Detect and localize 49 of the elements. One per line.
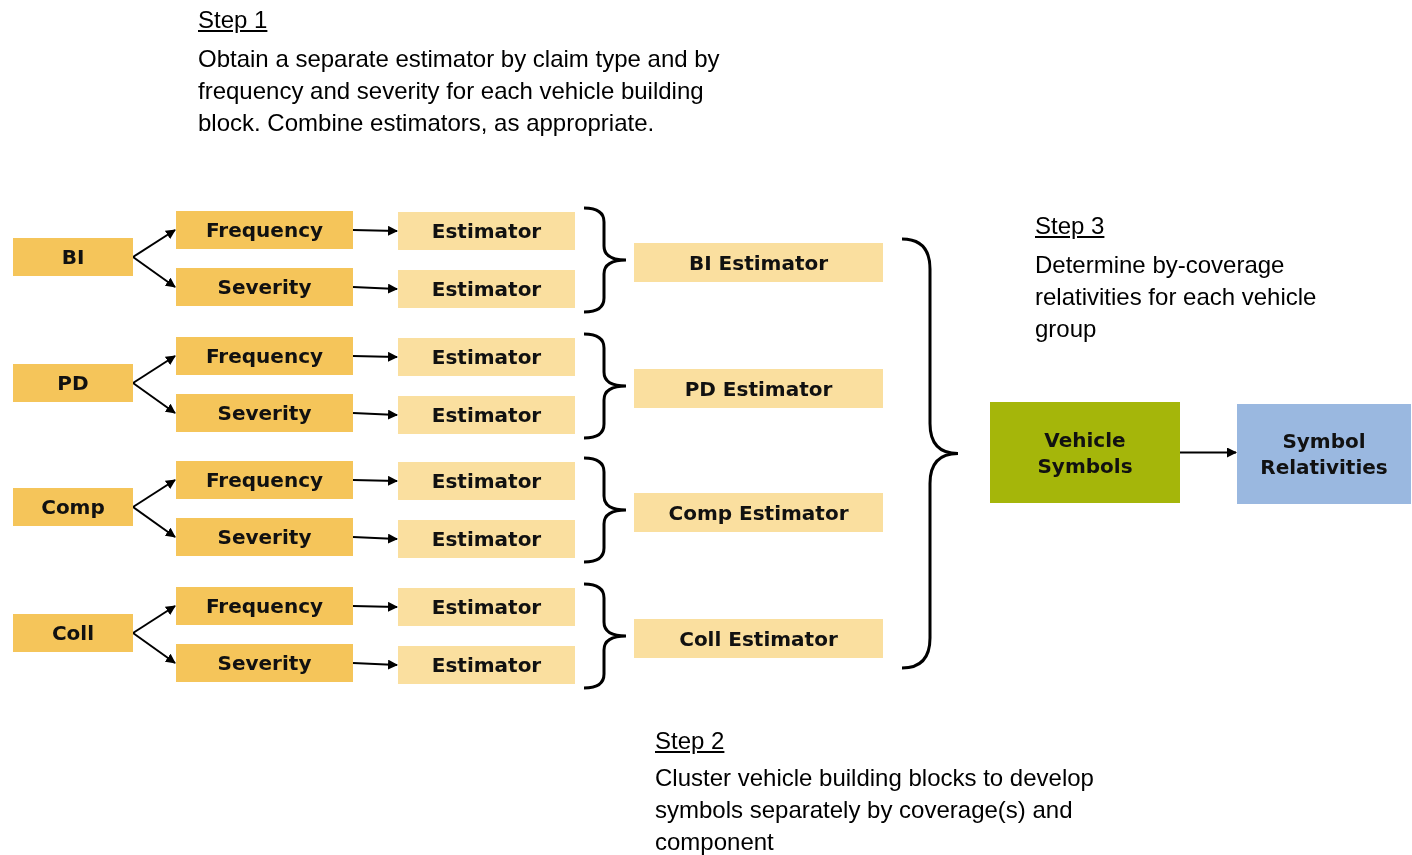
vehicle-symbols-box: Vehicle Symbols	[990, 402, 1180, 503]
arrow	[132, 382, 176, 414]
step-description: Determine by-coverage relativities for each vehicle group	[1035, 250, 1318, 344]
arrow	[132, 479, 176, 508]
estimator-box: Estimator	[398, 270, 575, 308]
estimator-box: Estimator	[398, 520, 575, 558]
arrow	[1179, 447, 1237, 458]
arrow	[132, 256, 176, 288]
arrow	[352, 409, 398, 420]
frequency-box: Frequency	[176, 211, 353, 249]
arrow	[132, 355, 176, 384]
arrow	[132, 605, 176, 634]
arrow	[352, 601, 398, 612]
arrow	[352, 533, 398, 544]
arrow	[132, 229, 176, 258]
frequency-box: Frequency	[176, 587, 353, 625]
step-description: Cluster vehicle building blocks to develop symbols separately by coverage(s) and component	[655, 763, 1095, 855]
coverage-box: Comp	[13, 488, 133, 526]
step-heading: Step 1	[198, 5, 268, 35]
arrow	[132, 506, 176, 538]
estimator-box: Estimator	[398, 588, 575, 626]
estimator-box: Estimator	[398, 212, 575, 250]
arrow	[132, 632, 176, 664]
relativities-box: Symbol Relativities	[1237, 404, 1411, 504]
severity-box: Severity	[176, 518, 353, 556]
estimator-box: Estimator	[398, 462, 575, 500]
severity-box: Severity	[176, 394, 353, 432]
arrow	[352, 475, 398, 486]
coverage-estimator-box: Coll Estimator	[634, 619, 883, 658]
coverage-box: PD	[13, 364, 133, 402]
coverage-estimator-box: PD Estimator	[634, 369, 883, 408]
arrow	[352, 351, 398, 362]
coverage-box: BI	[13, 238, 133, 276]
step-heading: Step 2	[655, 726, 725, 756]
coverage-estimator-box: BI Estimator	[634, 243, 883, 282]
arrow	[352, 659, 398, 670]
arrow	[352, 283, 398, 294]
severity-box: Severity	[176, 644, 353, 682]
frequency-box: Frequency	[176, 337, 353, 375]
coverage-estimator-box: Comp Estimator	[634, 493, 883, 532]
estimator-box: Estimator	[398, 338, 575, 376]
step-heading: Step 3	[1035, 211, 1105, 241]
step-description: Obtain a separate estimator by claim type and by frequency and severity for each vehicle building block. Combine estimators, as appropriate.	[198, 44, 721, 138]
severity-box: Severity	[176, 268, 353, 306]
estimator-box: Estimator	[398, 396, 575, 434]
estimator-box: Estimator	[398, 646, 575, 684]
frequency-box: Frequency	[176, 461, 353, 499]
arrow	[352, 225, 398, 236]
coverage-box: Coll	[13, 614, 133, 652]
